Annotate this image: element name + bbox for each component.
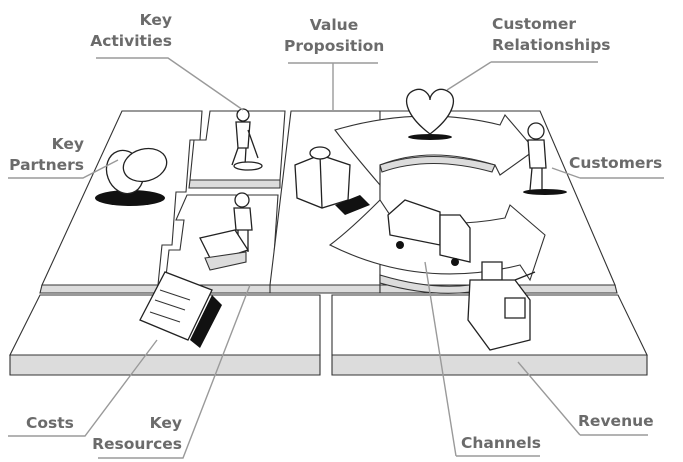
value-proposition-label-line1: Value	[309, 16, 359, 34]
channels-leader	[424, 261, 540, 457]
gift-box-icon	[294, 146, 370, 215]
invoice-icon	[139, 271, 222, 348]
customers-leader	[551, 167, 664, 179]
channels-label: Channels	[461, 434, 541, 452]
value-proposition-label-line2: Proposition	[284, 37, 385, 55]
costs-leader	[8, 339, 158, 437]
delivery-truck-icon	[387, 199, 471, 266]
customers-label: Customers	[569, 154, 663, 172]
key-partners-label-line1: Key	[51, 135, 84, 153]
revenue-leader	[517, 361, 648, 436]
heart-icon	[406, 88, 454, 140]
digging-person-icon	[231, 108, 263, 171]
costs-label: Costs	[26, 414, 74, 432]
key-resources-label-line1: Key	[149, 414, 182, 432]
key-resources-label: Key Resources	[92, 413, 182, 455]
key-partners-label-line2: Partners	[9, 156, 84, 174]
cash-register-icon	[467, 261, 536, 351]
standing-person-icon	[523, 122, 567, 195]
customer-relationships-label: Customer Relationships	[492, 14, 611, 56]
customer-relationships-leader	[446, 61, 598, 91]
key-activities-leader	[96, 57, 244, 111]
key-activities-label-line1: Key	[139, 11, 172, 29]
customer-relationships-label-line1: Customer	[492, 15, 577, 33]
key-activities-label-line2: Activities	[90, 32, 172, 50]
revenue-label: Revenue	[578, 412, 654, 430]
key-partners-leader	[8, 159, 119, 179]
customer-relationships-label-line2: Relationships	[492, 36, 611, 54]
person-with-machine-icon	[199, 192, 253, 271]
key-resources-label-line2: Resources	[92, 435, 182, 453]
key-partners-label: Key Partners	[4, 134, 84, 176]
value-proposition-leader	[288, 62, 378, 111]
value-proposition-label: Value Proposition	[284, 15, 384, 57]
key-activities-label: Key Activities	[88, 10, 172, 52]
key-resources-leader	[98, 284, 251, 459]
